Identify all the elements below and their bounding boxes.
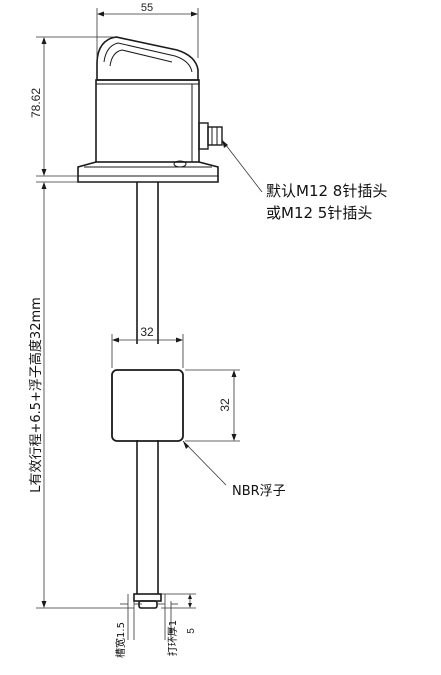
dim-groove-width-label: 槽宽1.5 — [114, 622, 127, 658]
dim-width-top-label: 55 — [141, 2, 153, 14]
dim-bottom-details: 槽宽1.5 打环厚1 5 — [114, 593, 197, 658]
callout-connector: 默认M12 8针插头 或M12 5针插头 — [221, 139, 387, 222]
dim-head-height: 78.62 — [29, 36, 114, 177]
dim-float-width: 32 — [111, 325, 184, 368]
dim-length: L有效行程+6.5+浮子高度32mm — [28, 181, 134, 609]
dim-float-height-label: 32 — [218, 398, 232, 412]
callout-float: NBR浮子 — [182, 440, 286, 499]
m12-connector — [198, 122, 223, 150]
dim-ring-thickness-label: 打环厚1 — [166, 620, 179, 656]
dim-float-width-label: 32 — [140, 325, 154, 339]
dim-length-label: L有效行程+6.5+浮子高度32mm — [28, 297, 44, 493]
nbr-float — [111, 369, 184, 442]
callout-float-label: NBR浮子 — [232, 484, 286, 499]
sensor-head — [77, 36, 223, 183]
dim-bottom-offset-label: 5 — [186, 628, 197, 634]
dim-head-height-label: 78.62 — [29, 88, 43, 118]
callout-connector-line2: 或M12 5针插头 — [266, 204, 372, 222]
callout-connector-line1: 默认M12 8针插头 — [266, 182, 387, 200]
dim-float-height: 32 — [185, 369, 240, 442]
dim-width-top: 55 — [96, 2, 199, 58]
stem-rod — [133, 182, 162, 609]
